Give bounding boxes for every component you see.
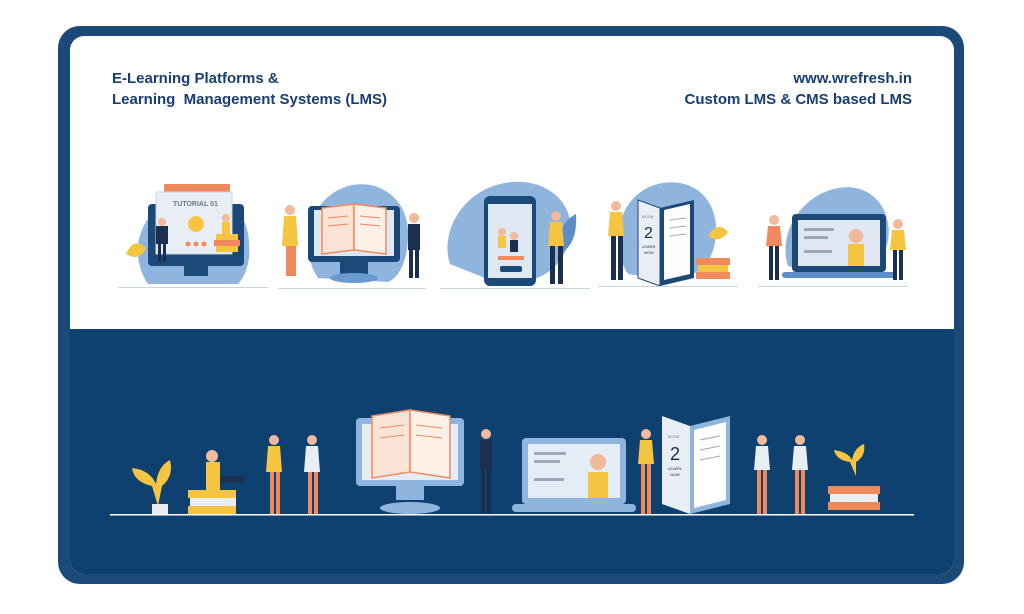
banner-contact: www.wrefresh.in Custom LMS & CMS based L… xyxy=(684,68,912,110)
monitor-book-illustration xyxy=(278,184,426,289)
book-learn-label: LEARN xyxy=(642,244,655,249)
website-text: www.wrefresh.in xyxy=(793,70,912,87)
hero-band xyxy=(70,329,954,574)
title-line-1: E-Learning Platforms & xyxy=(112,70,279,87)
tagline-text: Custom LMS & CMS based LMS xyxy=(684,91,912,108)
band-book-now-label: NOW xyxy=(670,472,680,477)
tutorial-label: TUTORIAL 01 xyxy=(173,201,218,208)
banner-title: E-Learning Platforms & Learning Managemen… xyxy=(112,68,387,110)
book-number: 2 xyxy=(644,225,653,242)
combined-scene-illustration: BOOK 2 LEARN NOW xyxy=(110,409,914,516)
learn-book-illustration: BOOK 2 LEARN NOW xyxy=(598,182,738,287)
laptop-teacher-illustration xyxy=(758,187,908,287)
book-small-label: BOOK xyxy=(642,214,654,219)
band-book-learn-label: LEARN xyxy=(668,466,681,471)
banner-content: E-Learning Platforms & Learning Managemen… xyxy=(70,36,954,574)
tutorial-illustration: TUTORIAL 01 xyxy=(118,184,268,288)
book-now-label: NOW xyxy=(644,250,654,255)
band-book-number: 2 xyxy=(670,444,680,464)
band-book-small-label: BOOK xyxy=(668,434,680,439)
phone-illustration xyxy=(440,181,590,289)
title-line-2: Learning Management Systems (LMS) xyxy=(112,91,388,108)
